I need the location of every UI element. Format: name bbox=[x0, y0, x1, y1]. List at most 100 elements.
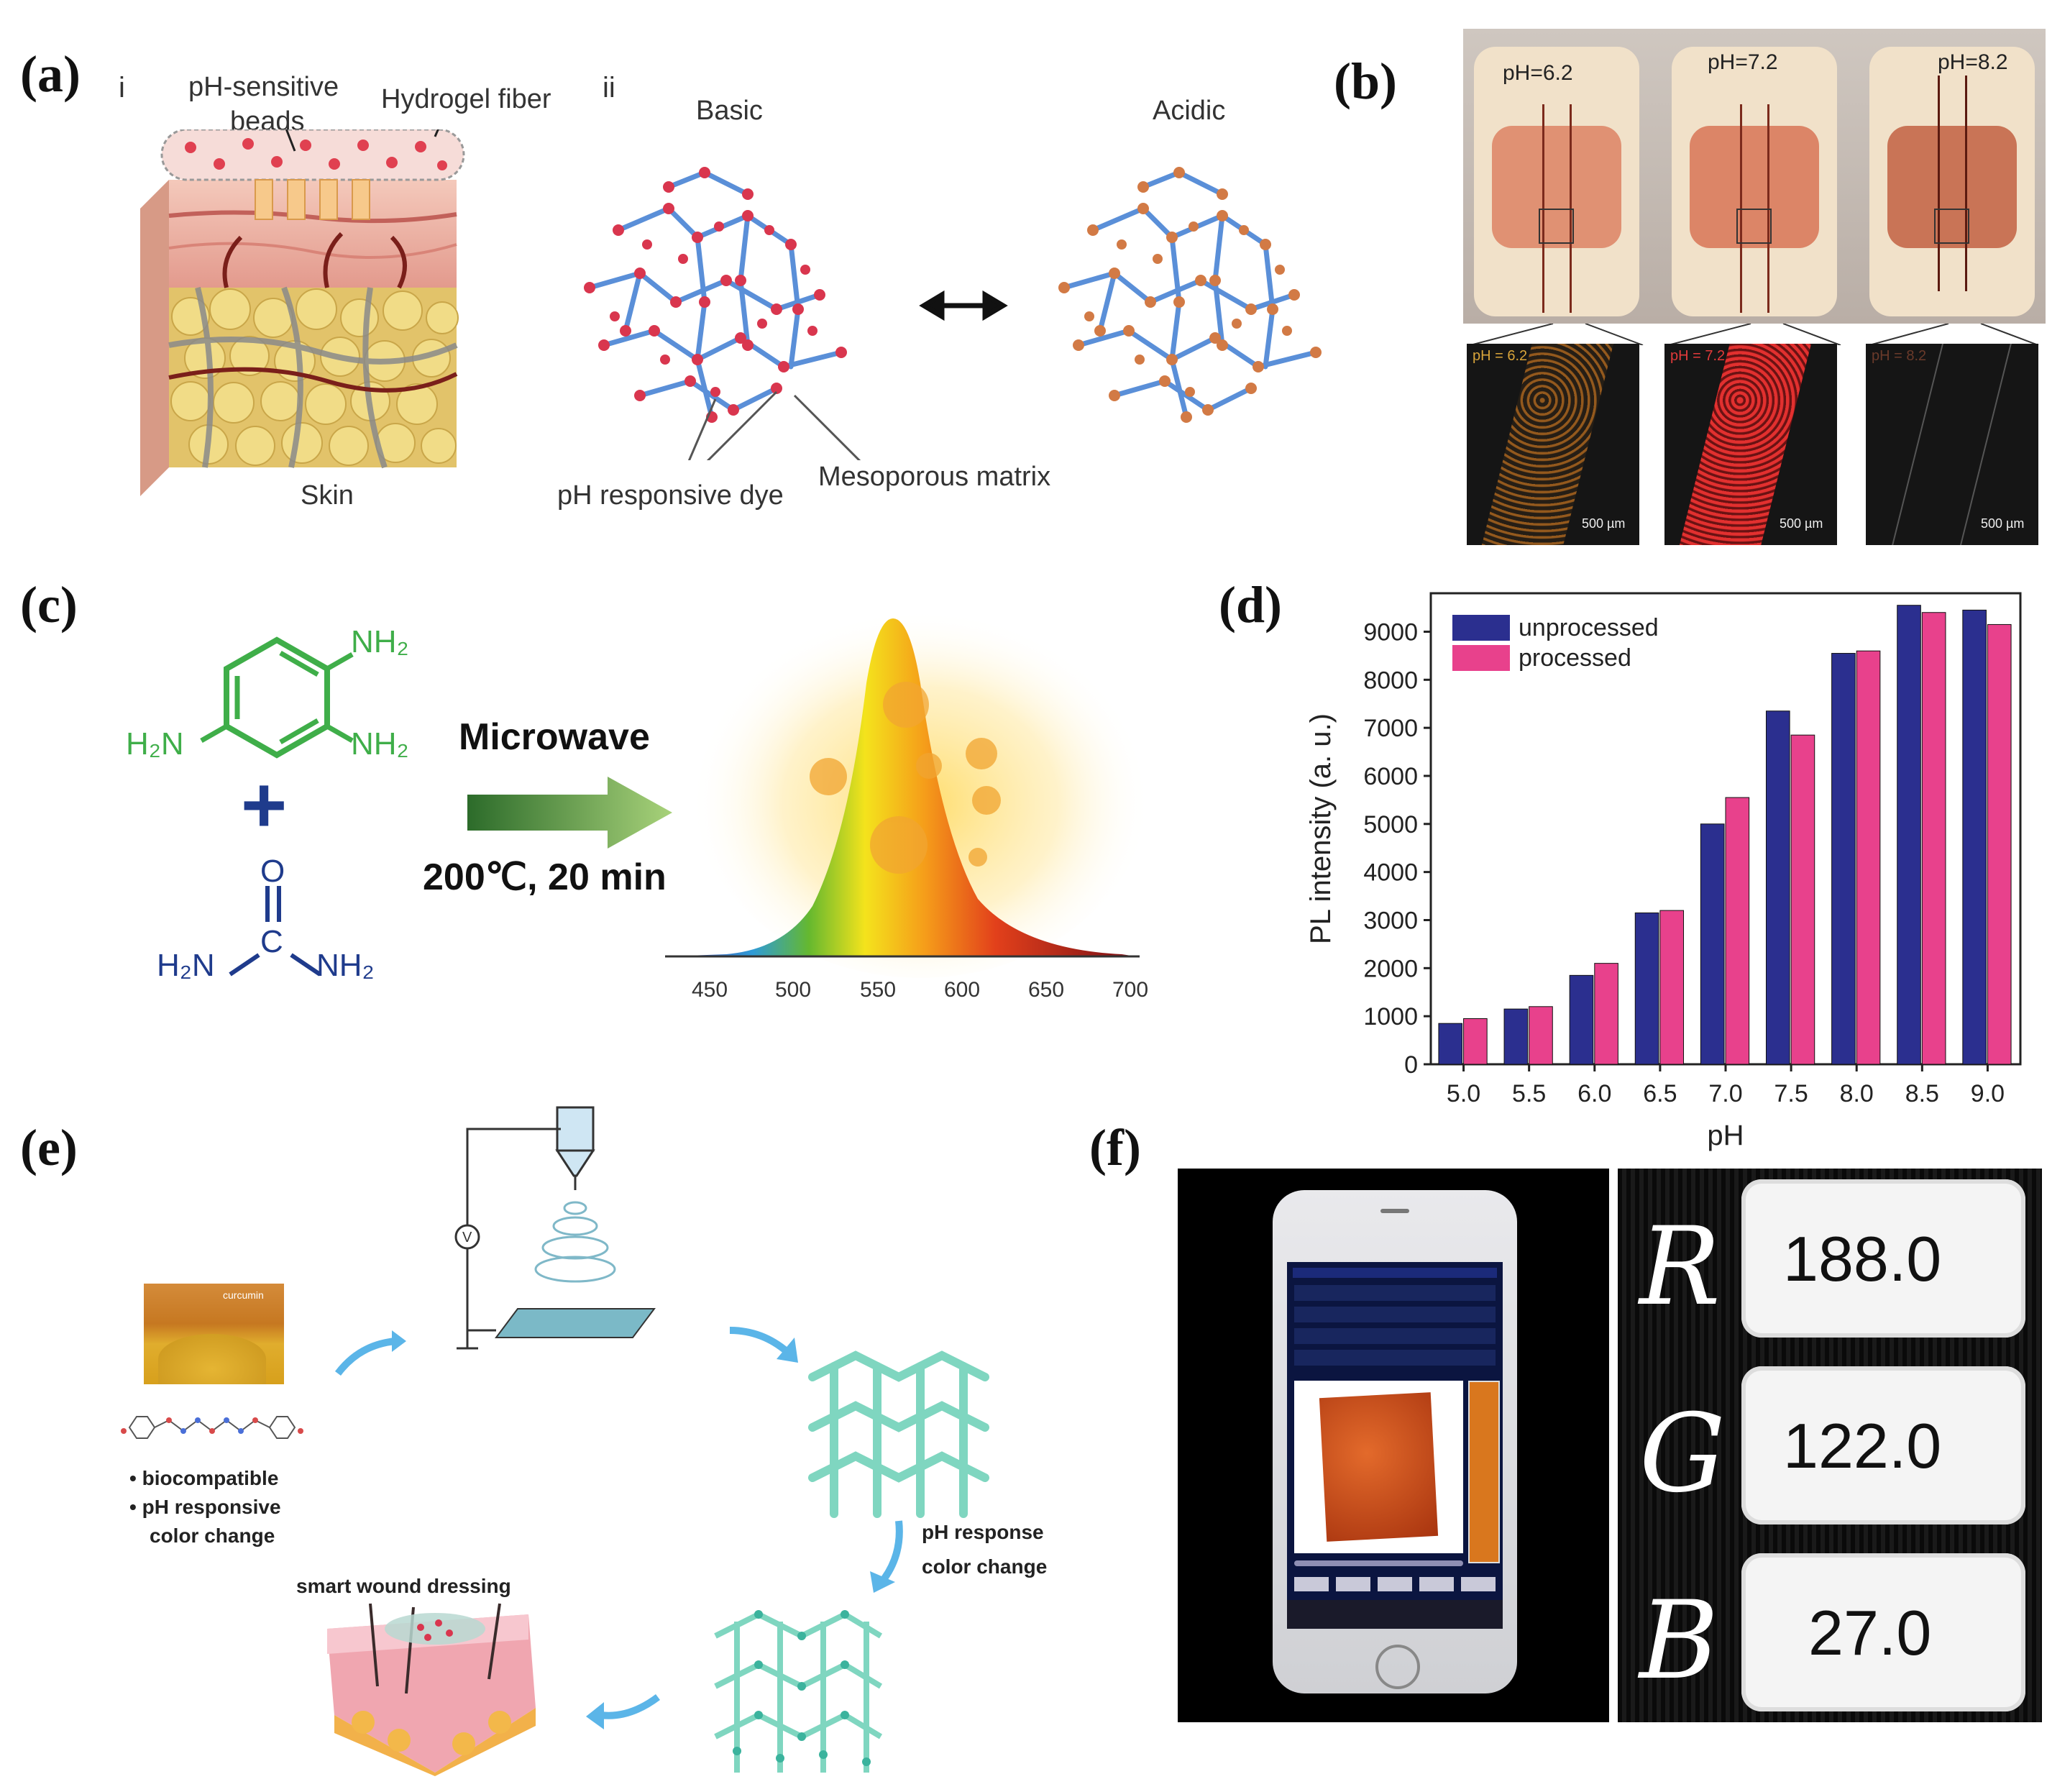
x-tick-label: 5.0 bbox=[1447, 1080, 1480, 1107]
r-letter: R bbox=[1639, 1204, 1721, 1330]
urea-oxygen: O bbox=[260, 854, 285, 889]
bandage-photo: pH=6.2 pH=7.2 pH=8.2 bbox=[1463, 29, 2046, 324]
bar-unprocessed-7.5 bbox=[1765, 710, 1790, 1065]
rgb-readout-photo: R G B 188.0 122.0 27.0 bbox=[1618, 1169, 2042, 1722]
spectrum-tick-600: 600 bbox=[944, 978, 981, 1002]
bar-unprocessed-9.0 bbox=[1962, 609, 1987, 1065]
urea-double-bond bbox=[265, 886, 281, 922]
smartphone bbox=[1273, 1190, 1517, 1693]
scale-bar-1: 500 µm bbox=[1582, 516, 1626, 531]
urea-bonds bbox=[229, 953, 321, 977]
curcumin-molecule bbox=[121, 1416, 303, 1439]
basic-label: Basic bbox=[696, 96, 763, 126]
bar-unprocessed-8.0 bbox=[1831, 653, 1856, 1065]
ph-label-2: pH=7.2 bbox=[1708, 50, 1778, 74]
h2n-label: H₂N bbox=[126, 726, 184, 762]
nh2-label-2: NH₂ bbox=[351, 726, 409, 762]
bar-processed-6.5 bbox=[1659, 910, 1685, 1065]
turmeric-caption: curcumin bbox=[223, 1289, 264, 1301]
panel-c-label: (c) bbox=[20, 576, 78, 634]
x-tick-label: 8.0 bbox=[1840, 1080, 1874, 1107]
urea-carbon: C bbox=[260, 924, 283, 959]
r-value-box bbox=[1741, 1179, 2025, 1338]
y-tick-label: 9000 bbox=[1363, 618, 1418, 646]
y-tick-label: 6000 bbox=[1363, 763, 1418, 790]
nh2-label-1: NH₂ bbox=[351, 624, 409, 659]
ph-label-1: pH=6.2 bbox=[1503, 61, 1573, 85]
panel-b-label: (b) bbox=[1334, 52, 1397, 110]
bullet-biocompatible: • biocompatible bbox=[129, 1467, 279, 1489]
bandage-2 bbox=[1672, 47, 1837, 316]
matrix-label: Mesoporous matrix bbox=[818, 462, 1051, 492]
phone-photo bbox=[1178, 1169, 1609, 1722]
sample-frame bbox=[1294, 1381, 1463, 1553]
panel-e-label: (e) bbox=[20, 1119, 78, 1176]
cycle-arrow-1 bbox=[335, 1330, 406, 1376]
micrograph-1: pH = 6.2 500 µm bbox=[1467, 344, 1639, 545]
y-tick-label: 7000 bbox=[1363, 715, 1418, 742]
micrograph-3: pH = 8.2 500 µm bbox=[1866, 344, 2038, 545]
panel-a-label: (a) bbox=[20, 45, 81, 103]
bar-unprocessed-8.5 bbox=[1897, 605, 1921, 1065]
fiber-mesh-bottom bbox=[714, 1610, 883, 1773]
skin-label: Skin bbox=[301, 480, 354, 511]
bandage-1 bbox=[1474, 47, 1639, 316]
y-axis-label: PL intensity (a. u.) bbox=[1305, 713, 1337, 944]
spectrum-tick-450: 450 bbox=[692, 978, 728, 1002]
cycle-arrow-4 bbox=[586, 1693, 660, 1729]
spectrum-tick-550: 550 bbox=[860, 978, 897, 1002]
panel-a-sub-i: i bbox=[119, 72, 125, 104]
dye-label: pH responsive dye bbox=[557, 480, 784, 511]
b-letter: B bbox=[1639, 1578, 1719, 1704]
bullet-biocompatible-text: biocompatible bbox=[142, 1467, 279, 1489]
r-value: 188.0 bbox=[1783, 1223, 1942, 1294]
x-tick-label: 7.5 bbox=[1774, 1080, 1808, 1107]
fiber-mesh-top bbox=[808, 1350, 989, 1518]
bar-processed-8.0 bbox=[1856, 650, 1881, 1065]
x-tick-label: 8.5 bbox=[1905, 1080, 1939, 1107]
legend-swatch-unprocessed bbox=[1452, 615, 1510, 641]
g-value: 122.0 bbox=[1783, 1410, 1942, 1481]
home-button[interactable] bbox=[1375, 1645, 1420, 1689]
y-tick-label: 4000 bbox=[1363, 859, 1418, 887]
x-tick-label: 9.0 bbox=[1971, 1080, 2005, 1107]
mesoporous-network bbox=[584, 167, 1322, 460]
bar-processed-5.5 bbox=[1529, 1006, 1553, 1065]
y-tick-label: 5000 bbox=[1363, 811, 1418, 838]
bar-unprocessed-6.0 bbox=[1569, 974, 1594, 1065]
electrospinning-setup: V bbox=[454, 1106, 656, 1350]
x-tick-label: 6.0 bbox=[1577, 1080, 1611, 1107]
bar-unprocessed-5.0 bbox=[1438, 1023, 1463, 1065]
wound-dressing-illustration bbox=[327, 1603, 536, 1776]
micro-label-2: pH = 7.2 bbox=[1670, 348, 1726, 364]
y-tick-label: 1000 bbox=[1363, 1003, 1418, 1030]
method-label: Microwave bbox=[459, 716, 650, 758]
plus-sign: + bbox=[241, 761, 288, 849]
bar-unprocessed-5.5 bbox=[1503, 1008, 1529, 1065]
urea-nh2: NH₂ bbox=[316, 948, 375, 983]
emission-spectrum bbox=[665, 597, 1150, 978]
conditions-label: 200℃, 20 min bbox=[423, 856, 667, 898]
benzene-bonds bbox=[200, 652, 354, 744]
y-tick-label: 2000 bbox=[1363, 955, 1418, 982]
color-swatch bbox=[1468, 1381, 1500, 1563]
panel-f-label: (f) bbox=[1089, 1119, 1141, 1176]
bandage-3 bbox=[1869, 47, 2035, 316]
b-value-box bbox=[1741, 1553, 2025, 1711]
cycle-arrow-3 bbox=[870, 1520, 903, 1593]
response-label-2: color change bbox=[922, 1555, 1048, 1578]
spectrum-tick-700: 700 bbox=[1112, 978, 1149, 1002]
x-tick-label: 6.5 bbox=[1643, 1080, 1677, 1107]
b-value: 27.0 bbox=[1808, 1597, 1932, 1668]
bar-unprocessed-6.5 bbox=[1634, 912, 1659, 1065]
turmeric-photo: curcumin bbox=[144, 1284, 284, 1384]
spectrum-tick-500: 500 bbox=[775, 978, 812, 1002]
bar-processed-6.0 bbox=[1594, 963, 1618, 1065]
scale-bar-3: 500 µm bbox=[1981, 516, 2025, 531]
response-label-1: pH response bbox=[922, 1521, 1044, 1543]
g-letter: G bbox=[1639, 1391, 1726, 1517]
skin-illustration bbox=[140, 129, 465, 496]
legend-label-processed: processed bbox=[1519, 644, 1631, 672]
hydrogel-label: Hydrogel fiber bbox=[381, 84, 551, 114]
